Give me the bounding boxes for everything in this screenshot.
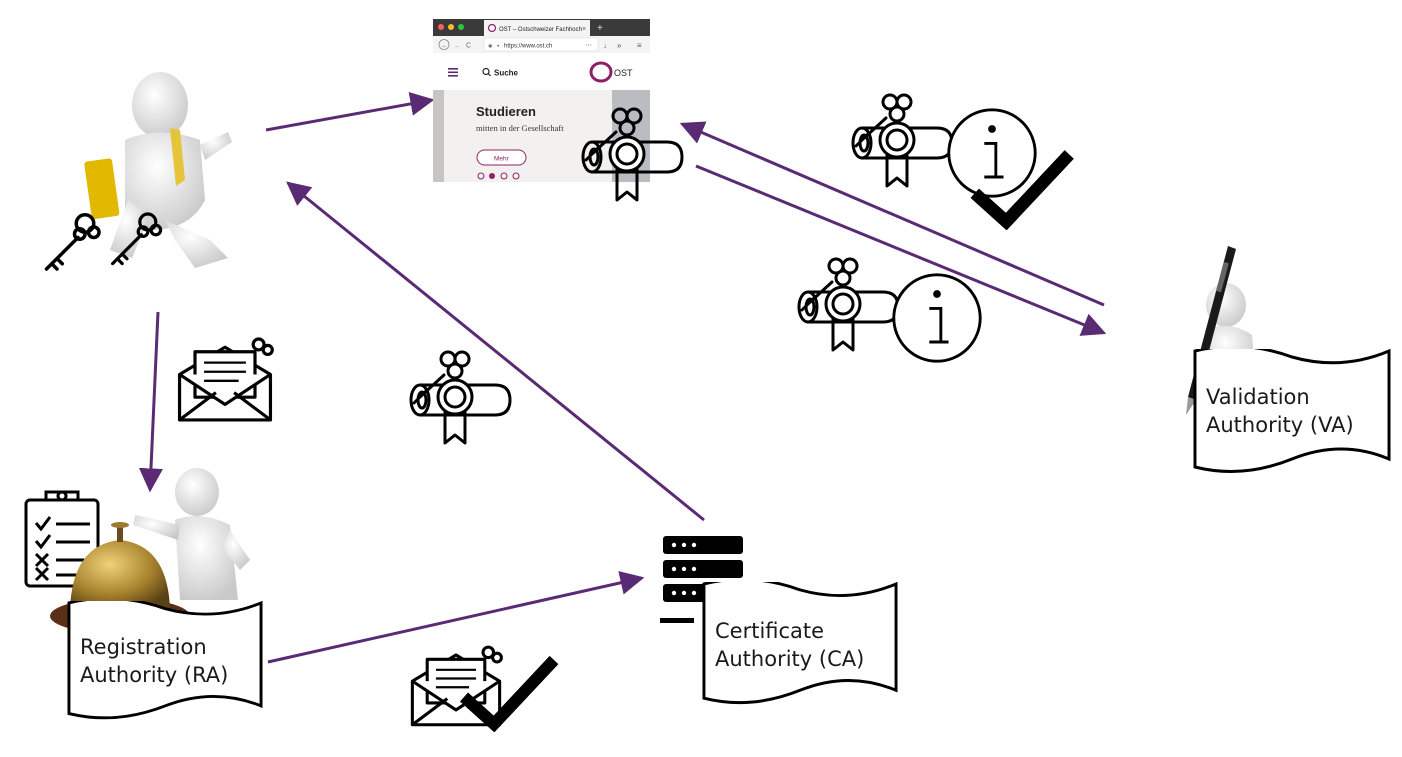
arrow-browser-to-va xyxy=(695,164,1107,336)
info-icon xyxy=(947,108,1037,198)
browser-window: OST – Ostschweizer Fachhoch × + ← → C ◈ … xyxy=(433,19,650,182)
carousel-dot-3[interactable] xyxy=(500,172,508,180)
lock-icon: ▪ xyxy=(497,44,499,50)
arrow-user-to-browser xyxy=(265,92,435,132)
url-text[interactable]: https://www.ost.ch xyxy=(504,44,552,50)
carousel-dot-4[interactable] xyxy=(512,172,520,180)
public-key-icon xyxy=(44,213,101,271)
shield-icon: ◈ xyxy=(488,44,493,50)
logo-text: OST xyxy=(614,68,633,78)
hero-more-button[interactable] xyxy=(476,149,527,166)
ra-label-line2: Authority (RA) xyxy=(80,663,228,687)
hero-subtitle: mitten in der Gesellschaft xyxy=(476,123,564,133)
arrows xyxy=(138,92,1107,664)
certificate-icon xyxy=(409,350,512,445)
certificate-icon xyxy=(797,257,900,352)
carousel-dot-1[interactable] xyxy=(477,172,485,180)
window-zoom-button[interactable] xyxy=(458,24,464,30)
va-label-line2: Authority (VA) xyxy=(1206,413,1354,437)
hero-title: Studieren xyxy=(476,104,536,119)
arrow-ra-to-ca xyxy=(267,571,645,664)
ra-label-line1: Registration xyxy=(80,635,207,659)
info-icon xyxy=(892,273,982,363)
arrow-va-to-browser xyxy=(679,121,1105,307)
ca-label-line2: Authority (CA) xyxy=(715,647,864,671)
ca-label-line1: Certificate xyxy=(715,619,824,643)
tab-title: OST – Ostschweizer Fachhoch xyxy=(499,27,582,33)
tab-favicon xyxy=(487,23,497,33)
back-button[interactable] xyxy=(438,39,450,50)
more-actions-icon[interactable]: ⋯ xyxy=(585,43,592,50)
arrow-ca-to-user xyxy=(286,181,705,522)
ra-person-figure xyxy=(133,468,250,600)
new-tab-button[interactable]: + xyxy=(597,23,603,34)
search-icon[interactable] xyxy=(482,67,490,76)
window-close-button[interactable] xyxy=(438,24,444,30)
reload-button[interactable]: C xyxy=(466,43,471,50)
forward-button[interactable]: → xyxy=(453,43,460,50)
arrow-user-to-ra xyxy=(138,311,163,493)
ost-logo-icon[interactable] xyxy=(589,61,613,83)
va-label-line1: Validation xyxy=(1206,385,1310,409)
tab-close-icon[interactable]: × xyxy=(582,26,586,33)
envelope-request-icon xyxy=(177,337,275,422)
address-bar[interactable] xyxy=(483,37,599,52)
hamburger-menu-icon[interactable] xyxy=(448,68,458,77)
browser-tab[interactable] xyxy=(484,20,590,36)
user-figure xyxy=(84,72,232,268)
clipboard-checklist-icon xyxy=(24,490,100,588)
menu-icon[interactable]: ≡ xyxy=(637,41,642,50)
certificate-icon xyxy=(851,93,954,188)
window-minimize-button[interactable] xyxy=(448,24,454,30)
carousel-dot-2[interactable] xyxy=(489,173,495,179)
hero-more-button-label[interactable]: Mehr xyxy=(494,156,510,163)
search-label[interactable]: Suche xyxy=(494,69,519,78)
overflow-chevron-icon[interactable]: » xyxy=(617,41,622,50)
back-arrow-icon: ← xyxy=(441,43,448,50)
download-icon[interactable]: ↓ xyxy=(603,41,607,50)
